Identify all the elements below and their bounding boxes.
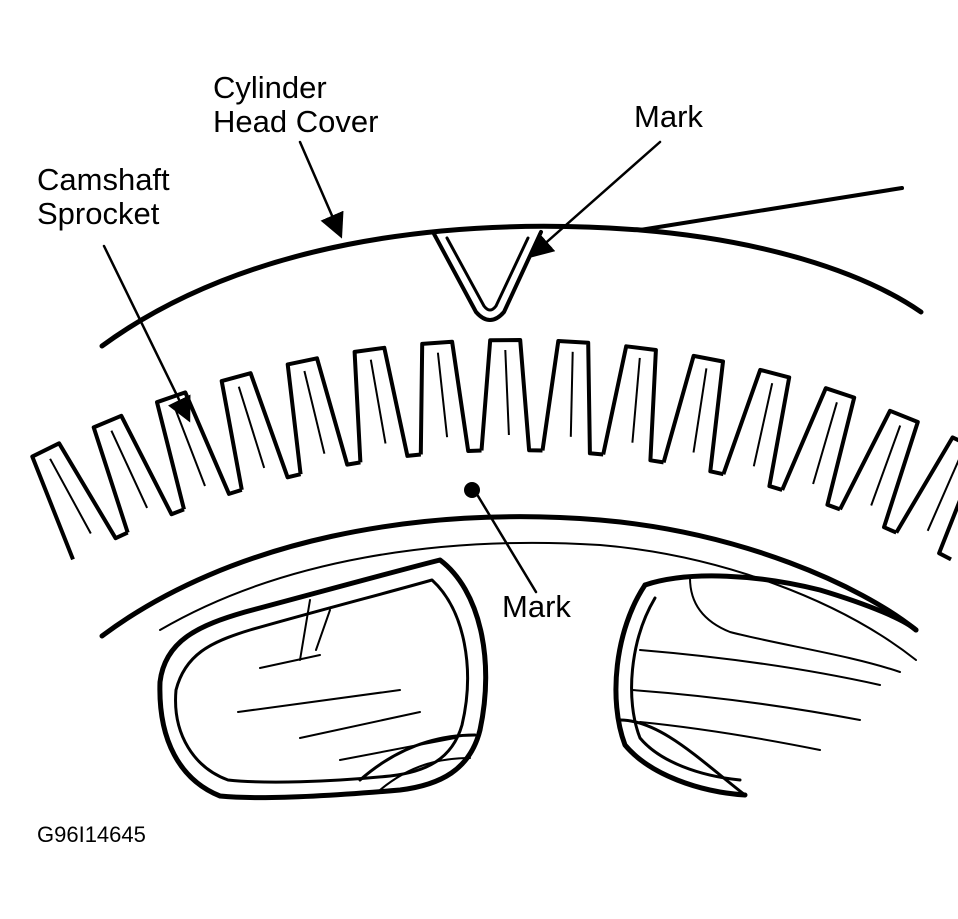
sprocket-tooth-hatch: [812, 402, 838, 485]
sprocket-tooth-hatch: [49, 458, 92, 534]
sprocket-tooth-hatch: [303, 370, 326, 454]
sprocket-tooth-hatch: [692, 368, 708, 453]
sprocket-timing-mark-dot: [464, 482, 480, 498]
sprocket-tooth-hatch: [870, 425, 902, 506]
sprocket-tooth: [601, 344, 664, 465]
sprocket-tooth: [155, 390, 243, 510]
leader-cylinder-head-cover: [298, 140, 344, 239]
cover-timing-mark: [431, 230, 543, 322]
sprocket-hub-ring: [99, 514, 919, 661]
sprocket-tooth-hatch: [369, 359, 387, 444]
leader-mark-bottom: [476, 494, 538, 594]
sprocket-tooth-hatch: [110, 430, 149, 509]
sprocket-window-left: [157, 557, 489, 801]
sprocket-tooth-hatch: [436, 352, 449, 438]
sprocket-tooth: [479, 338, 543, 453]
sprocket-tooth-hatch: [504, 349, 510, 436]
sprocket-tooth: [780, 386, 857, 512]
sprocket-tooth: [219, 371, 302, 491]
cylinder-head-cover: [99, 186, 924, 349]
sprocket-tooth: [894, 435, 958, 562]
sprocket-tooth: [661, 353, 725, 477]
sprocket-tooth-hatch: [926, 459, 958, 532]
sprocket-tooth: [418, 339, 482, 455]
sprocket-tooth-hatch: [237, 386, 266, 469]
sprocket-tooth: [838, 408, 920, 535]
label-mark-top: Mark: [634, 99, 703, 134]
sprocket-tooth-hatch: [752, 382, 774, 467]
leader-camshaft-sprocket: [102, 244, 191, 423]
sprocket-tooth: [540, 339, 604, 457]
label-camshaft-sprocket-line1: Camshaft: [37, 162, 170, 197]
sprocket-tooth-hatch: [173, 406, 206, 487]
sprocket-tooth: [721, 367, 792, 492]
sprocket-window-right: [613, 573, 919, 798]
sprocket-tooth: [285, 356, 361, 475]
label-mark-bottom: Mark: [502, 589, 571, 624]
sprocket-tooth: [30, 441, 129, 561]
sprocket-tooth-hatch: [569, 351, 574, 437]
label-camshaft-sprocket-line2: Sprocket: [37, 196, 160, 231]
leader-mark-top: [528, 140, 662, 259]
label-cylinder-head-cover-line2: Head Cover: [213, 104, 378, 139]
figure-id: G96I14645: [37, 822, 146, 847]
label-cylinder-head-cover-line1: Cylinder: [213, 70, 327, 105]
sprocket-tooth: [352, 345, 422, 463]
sprocket-tooth-hatch: [631, 357, 641, 443]
sprocket-tooth: [91, 413, 185, 534]
leader-lines: [102, 140, 662, 594]
